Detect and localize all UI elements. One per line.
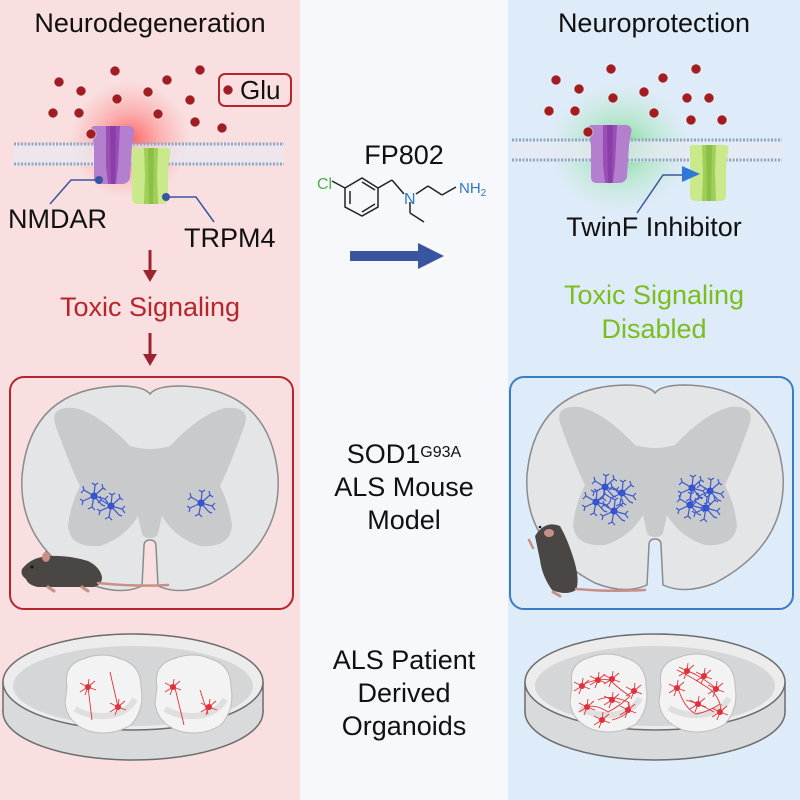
toxic-signaling-label: Toxic Signaling [59, 292, 241, 322]
nitrogen-atom: N [404, 191, 416, 208]
cell-membrane-right [510, 138, 784, 164]
mouse-model-box-left [9, 376, 294, 610]
nmdar-leader-dot [95, 176, 103, 184]
organoid-line1: ALS Patient [332, 645, 476, 675]
glutamate-icon [605, 63, 617, 75]
glutamate-icon [657, 72, 669, 84]
glu-legend-label: Glu [240, 75, 281, 105]
trpm4-label: TRPM4 [184, 223, 276, 253]
mouse-model-box-right [509, 376, 794, 610]
treatment-panel [300, 0, 508, 800]
nmdar-channel-icon [588, 125, 632, 183]
glutamate-icon [161, 74, 173, 86]
glutamate-icon [681, 92, 693, 104]
fp802-structure [331, 177, 457, 223]
trpm4-leader-dot [162, 193, 170, 201]
organoid-icon [65, 655, 142, 733]
mouse-model-label: SOD1G93A ALS Mouse Model [300, 438, 508, 537]
organoid-icon [659, 654, 736, 732]
glutamate-icon [189, 116, 201, 128]
nmdar-leader-line [49, 179, 99, 205]
outcome-line2: Disabled [601, 314, 707, 344]
toxic-signaling-disabled-label: Toxic Signaling Disabled [508, 278, 800, 346]
glutamate-icon [638, 86, 650, 98]
treatment-arrow-icon [350, 251, 420, 261]
glutamate-icon [142, 86, 154, 98]
glutamate-icon [194, 64, 206, 76]
organoid-line3: Organoids [341, 711, 467, 741]
glutamate-icon [550, 74, 562, 86]
organoid-model-label: ALS Patient Derived Organoids [300, 644, 508, 743]
mouse-model-line3: Model [367, 505, 441, 535]
glutamate-icon [73, 107, 85, 119]
neurite-lines-left [87, 671, 209, 726]
glutamate-icon [573, 83, 585, 95]
glutamate-icon [216, 122, 228, 134]
glutamate-icon [648, 107, 660, 119]
neurodegeneration-title: Neurodegeneration [34, 8, 266, 38]
glutamate-icon [716, 114, 728, 126]
nmdar-channel-icon [91, 126, 135, 184]
trpm4-leader-line [166, 196, 215, 223]
twinf-inhibitor-label: TwinF Inhibitor [566, 212, 742, 242]
amine-group: NH2 [459, 180, 487, 199]
glutamate-icon [703, 92, 715, 104]
compound-name: FP802 [364, 140, 444, 170]
neuroprotection-title: Neuroprotection [557, 8, 751, 38]
glutamate-icon [184, 94, 196, 106]
outcome-line1: Toxic Signaling [563, 280, 745, 310]
glutamate-icon [111, 93, 123, 105]
bound-glutamate-icon [85, 128, 97, 140]
organoid-icon [155, 655, 232, 733]
glu-legend-icon [222, 84, 234, 96]
glutamate-icon [607, 92, 619, 104]
twinf-inhibitor-icon [682, 166, 700, 182]
organoid-line2: Derived [357, 678, 451, 708]
glutamate-icon [690, 63, 702, 75]
neurite-network-right [581, 669, 721, 721]
inhibitor-leader-line [636, 174, 688, 214]
petri-dish-right [524, 633, 786, 761]
glutamate-icon [152, 108, 164, 120]
glutamate-icon [75, 85, 87, 97]
glutamate-icon [685, 114, 697, 126]
mouse-icon-right [527, 524, 647, 598]
mouse-model-line2: ALS Mouse [334, 472, 474, 502]
glutamate-icon [47, 107, 59, 119]
gene-name: SOD1 [346, 439, 421, 469]
glutamate-icon [543, 105, 555, 117]
chlorine-atom: Cl [317, 176, 332, 193]
nmdar-label: NMDAR [8, 204, 107, 234]
glutamate-icon [53, 76, 65, 88]
glu-legend-box [218, 73, 292, 107]
bound-glutamate-icon [582, 126, 594, 138]
glutamate-icon [569, 105, 581, 117]
mutation-superscript: G93A [420, 444, 462, 461]
glutamate-icon [109, 65, 121, 77]
